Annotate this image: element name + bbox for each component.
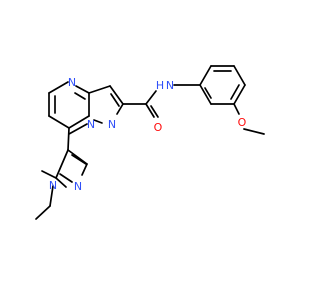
atom-n-amide: N: [166, 79, 174, 92]
atom-o-carbonyl: O: [154, 121, 163, 134]
atom-n2-ethylpyrazole: N: [74, 180, 82, 193]
atom-labels: N N N H N O O N N: [49, 76, 247, 193]
atom-n-bridge: N: [87, 118, 95, 131]
atom-o-methoxy: O: [238, 116, 247, 129]
atom-n-pyrazole: N: [108, 118, 116, 131]
molecule-diagram: N N N H N O O N N: [35, 65, 265, 220]
atom-n-pyrimidine: N: [68, 76, 76, 89]
atom-n1-ethylpyrazole: N: [49, 179, 57, 192]
bonds: [35, 65, 265, 220]
atom-h-amide: H: [156, 79, 164, 92]
structure-drawing: N N N H N O O N N: [35, 65, 265, 220]
